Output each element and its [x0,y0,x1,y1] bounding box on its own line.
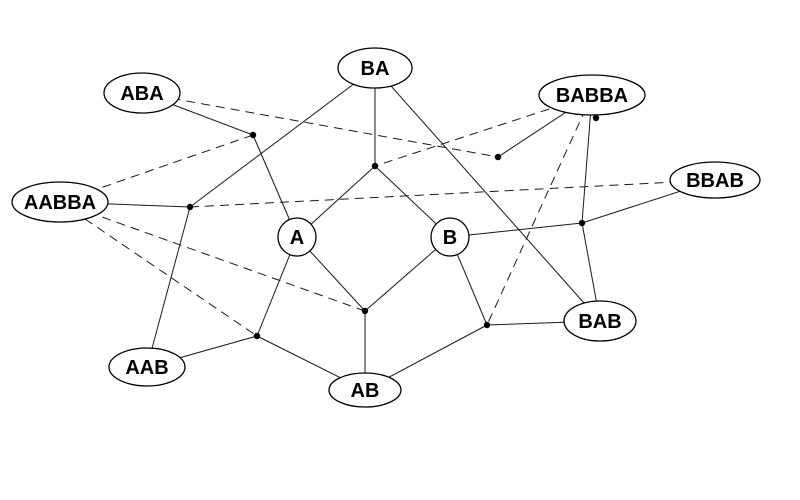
junction-dot [253,332,261,340]
junction-dot [249,131,257,139]
node-label: AB [351,380,380,402]
node-babba: BABBA [538,74,646,116]
node-ellipse [103,72,181,114]
edges-layer [59,67,716,391]
junction-dot [186,203,194,211]
node-circle [430,217,470,257]
junction-dot [592,114,600,122]
edge-aba-j4 [141,92,499,158]
junctions-layer [186,114,600,340]
edge-ba-j3 [189,67,376,208]
edge-babba-j5 [581,94,593,224]
edge-j3-bbab [189,179,716,208]
edge-j3-aab [146,206,191,368]
edge-aabba-j6 [59,201,366,312]
node-label: BAB [578,311,621,333]
node-ellipse [328,372,402,408]
edge-ba-bab [374,67,601,322]
edge-b-j5 [449,222,583,238]
node-label: B [443,227,457,249]
junction-dot [578,219,586,227]
node-label: BABBA [556,85,628,107]
node-ellipse [538,74,646,116]
node-aba: ABA [103,72,181,114]
node-b: B [430,217,470,257]
node-aab: AAB [108,347,186,387]
node-label: ABA [120,83,163,105]
node-label: BBAB [686,170,744,192]
edge-babba-j8 [486,94,593,326]
node-label: BA [361,58,390,80]
node-label: AABBA [24,192,96,214]
node-ellipse [11,181,109,223]
node-bab: BAB [563,300,637,342]
node-ellipse [563,300,637,342]
node-ellipse [108,347,186,387]
junction-dot [371,162,379,170]
node-aabba: AABBA [11,181,109,223]
node-label: AAB [125,357,168,379]
node-ba: BA [337,47,413,89]
node-a: A [277,217,317,257]
junction-dot [494,153,502,161]
node-circle [277,217,317,257]
node-ellipse [669,161,761,199]
junction-dot [361,307,369,315]
edge-aabba-j7 [59,201,258,337]
node-label: A [290,227,304,249]
node-bbab: BBAB [669,161,761,199]
node-ellipse [337,47,413,89]
node-ab: AB [328,372,402,408]
junction-dot [483,321,491,329]
